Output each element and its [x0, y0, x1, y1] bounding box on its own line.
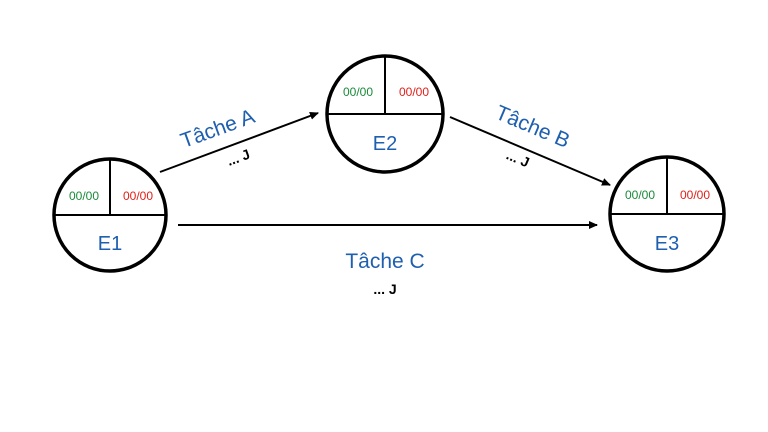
node-e1: 00/00 00/00 E1	[52, 157, 168, 273]
task-c-label: Tâche C	[345, 250, 424, 273]
node-e2-label: E2	[373, 133, 397, 155]
task-b-label: Tâche B	[492, 101, 573, 153]
task-a-duration: ... J	[225, 146, 252, 169]
node-e2-late-date: 00/00	[399, 85, 429, 99]
node-e1-early-date: 00/00	[69, 189, 99, 203]
node-e3-early-date: 00/00	[625, 188, 655, 202]
task-c-duration: ... J	[373, 281, 396, 297]
node-e3-label: E3	[655, 233, 679, 255]
node-e1-label: E1	[98, 233, 122, 255]
edge-task-b	[449, 116, 611, 186]
node-e3-late-date: 00/00	[680, 188, 710, 202]
node-e2: 00/00 00/00 E2	[325, 54, 445, 174]
node-e3: 00/00 00/00 E3	[608, 155, 726, 273]
node-e2-early-date: 00/00	[343, 85, 373, 99]
node-e1-late-date: 00/00	[123, 189, 153, 203]
edge-task-a	[159, 112, 319, 173]
